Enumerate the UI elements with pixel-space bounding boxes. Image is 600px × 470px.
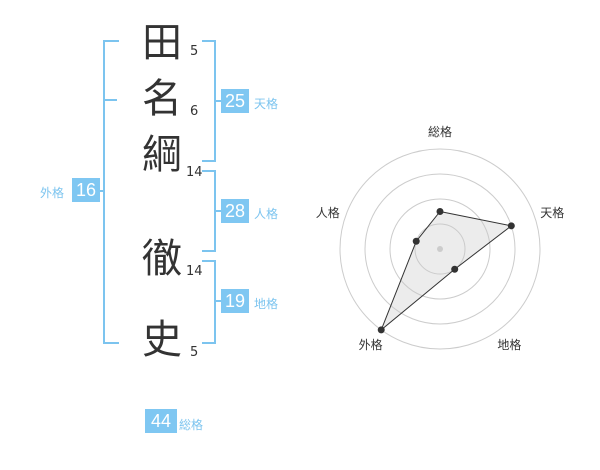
- name-char-5: 史: [142, 317, 182, 363]
- gaikaku-connector: [96, 190, 104, 192]
- chikaku-bracket: [202, 260, 216, 344]
- gaikaku-value-badge: 16: [72, 178, 100, 202]
- name-char-3: 綱: [142, 132, 182, 178]
- radar-grid-ring: [414, 223, 466, 275]
- stroke-count-4: 14: [186, 264, 203, 279]
- tenkaku-connector: [214, 100, 222, 102]
- radar-grid-ring: [364, 173, 516, 325]
- radar-grid-ring: [339, 148, 541, 350]
- soukaku-label: 総格: [179, 418, 204, 432]
- chikaku-value-badge: 19: [221, 289, 249, 313]
- jinkaku-connector: [214, 210, 222, 212]
- stroke-count-5: 5: [190, 345, 199, 360]
- soukaku-value-badge: 44: [145, 409, 177, 433]
- radar-point-5: [412, 237, 420, 245]
- name-char-2: 名: [142, 76, 182, 122]
- jinkaku-label: 人格: [254, 207, 279, 221]
- radar-axis-label-2: 天格: [540, 206, 565, 221]
- radar-point-2: [507, 222, 515, 230]
- radar-axis-label-1: 総格: [428, 124, 453, 139]
- radar-point-1: [436, 208, 444, 215]
- tenkaku-label: 天格: [254, 97, 279, 111]
- name-char-1: 田: [142, 20, 182, 66]
- radar-axis-label-5: 人格: [315, 206, 340, 221]
- chikaku-label: 地格: [254, 297, 279, 311]
- radar-series-area: [380, 210, 513, 331]
- stroke-count-2: 6: [190, 104, 199, 119]
- jinkaku-value-badge: 28: [221, 199, 249, 223]
- radar-axis-label-4: 外格: [358, 337, 383, 352]
- name-char-4: 徹: [142, 236, 182, 282]
- gaikaku-label: 外格: [40, 186, 65, 200]
- radar-center-dot: [437, 246, 443, 252]
- chikaku-connector: [214, 300, 222, 302]
- radar-axis-label-3: 地格: [497, 337, 522, 352]
- gaikaku-bracket: [103, 40, 119, 344]
- stroke-count-3: 14: [186, 165, 203, 180]
- tenkaku-value-badge: 25: [221, 89, 249, 113]
- stroke-count-1: 5: [190, 44, 199, 59]
- gaikaku-bracket-tick: [103, 99, 117, 101]
- radar-grid-ring: [389, 198, 491, 300]
- radar-point-3: [451, 265, 459, 273]
- radar-point-4: [377, 326, 385, 334]
